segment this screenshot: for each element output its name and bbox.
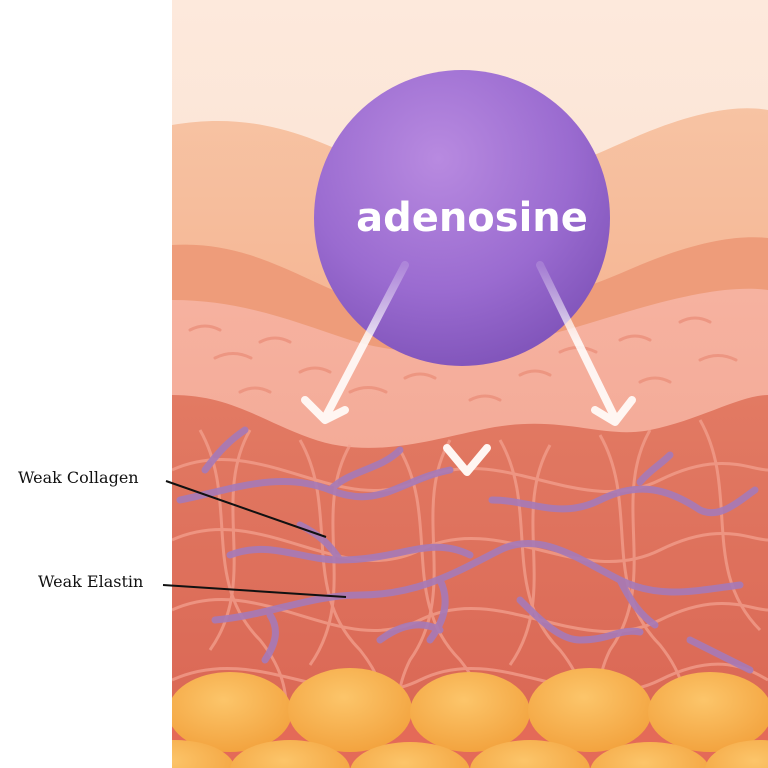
arrow-right-icon <box>536 261 636 426</box>
fat-cell <box>470 740 590 768</box>
fat-cell-layer <box>172 668 768 768</box>
dermis-texture <box>188 316 738 402</box>
fat-cell <box>410 672 530 752</box>
arrow-left-icon <box>301 261 409 424</box>
fiber-5-branch-a <box>261 611 279 664</box>
fiber-3 <box>488 485 759 517</box>
fat-cell <box>648 672 768 752</box>
fiber-3-branch <box>636 451 674 486</box>
weak-collagen-label: Weak Collagen <box>18 468 139 487</box>
penetration-arrows <box>301 258 636 476</box>
fiber-5-branch-c <box>616 576 659 629</box>
fat-cell <box>705 740 768 768</box>
elastin-fibers <box>176 426 759 674</box>
adenosine-label: adenosine <box>356 195 588 241</box>
fiber-5 <box>211 539 744 624</box>
fat-cell <box>350 742 470 768</box>
fiber-7 <box>376 621 444 644</box>
fat-cell <box>590 742 710 768</box>
collagen-leader-line <box>165 480 327 538</box>
fat-cell <box>172 672 292 752</box>
weak-elastin-label: Weak Elastin <box>38 572 144 591</box>
fiber-8 <box>686 636 754 674</box>
fiber-2 <box>201 426 249 474</box>
fat-cell <box>288 668 412 752</box>
elastin-leader-line <box>162 584 347 598</box>
fiber-6 <box>516 596 644 644</box>
fiber-5-branch-b <box>426 576 449 644</box>
fat-cell <box>230 740 350 768</box>
arrow-down-icon <box>443 258 491 476</box>
fiber-1-branch <box>326 446 404 494</box>
fiber-4-branch <box>296 521 344 564</box>
fat-cell <box>172 740 235 768</box>
fat-cell <box>528 668 652 752</box>
